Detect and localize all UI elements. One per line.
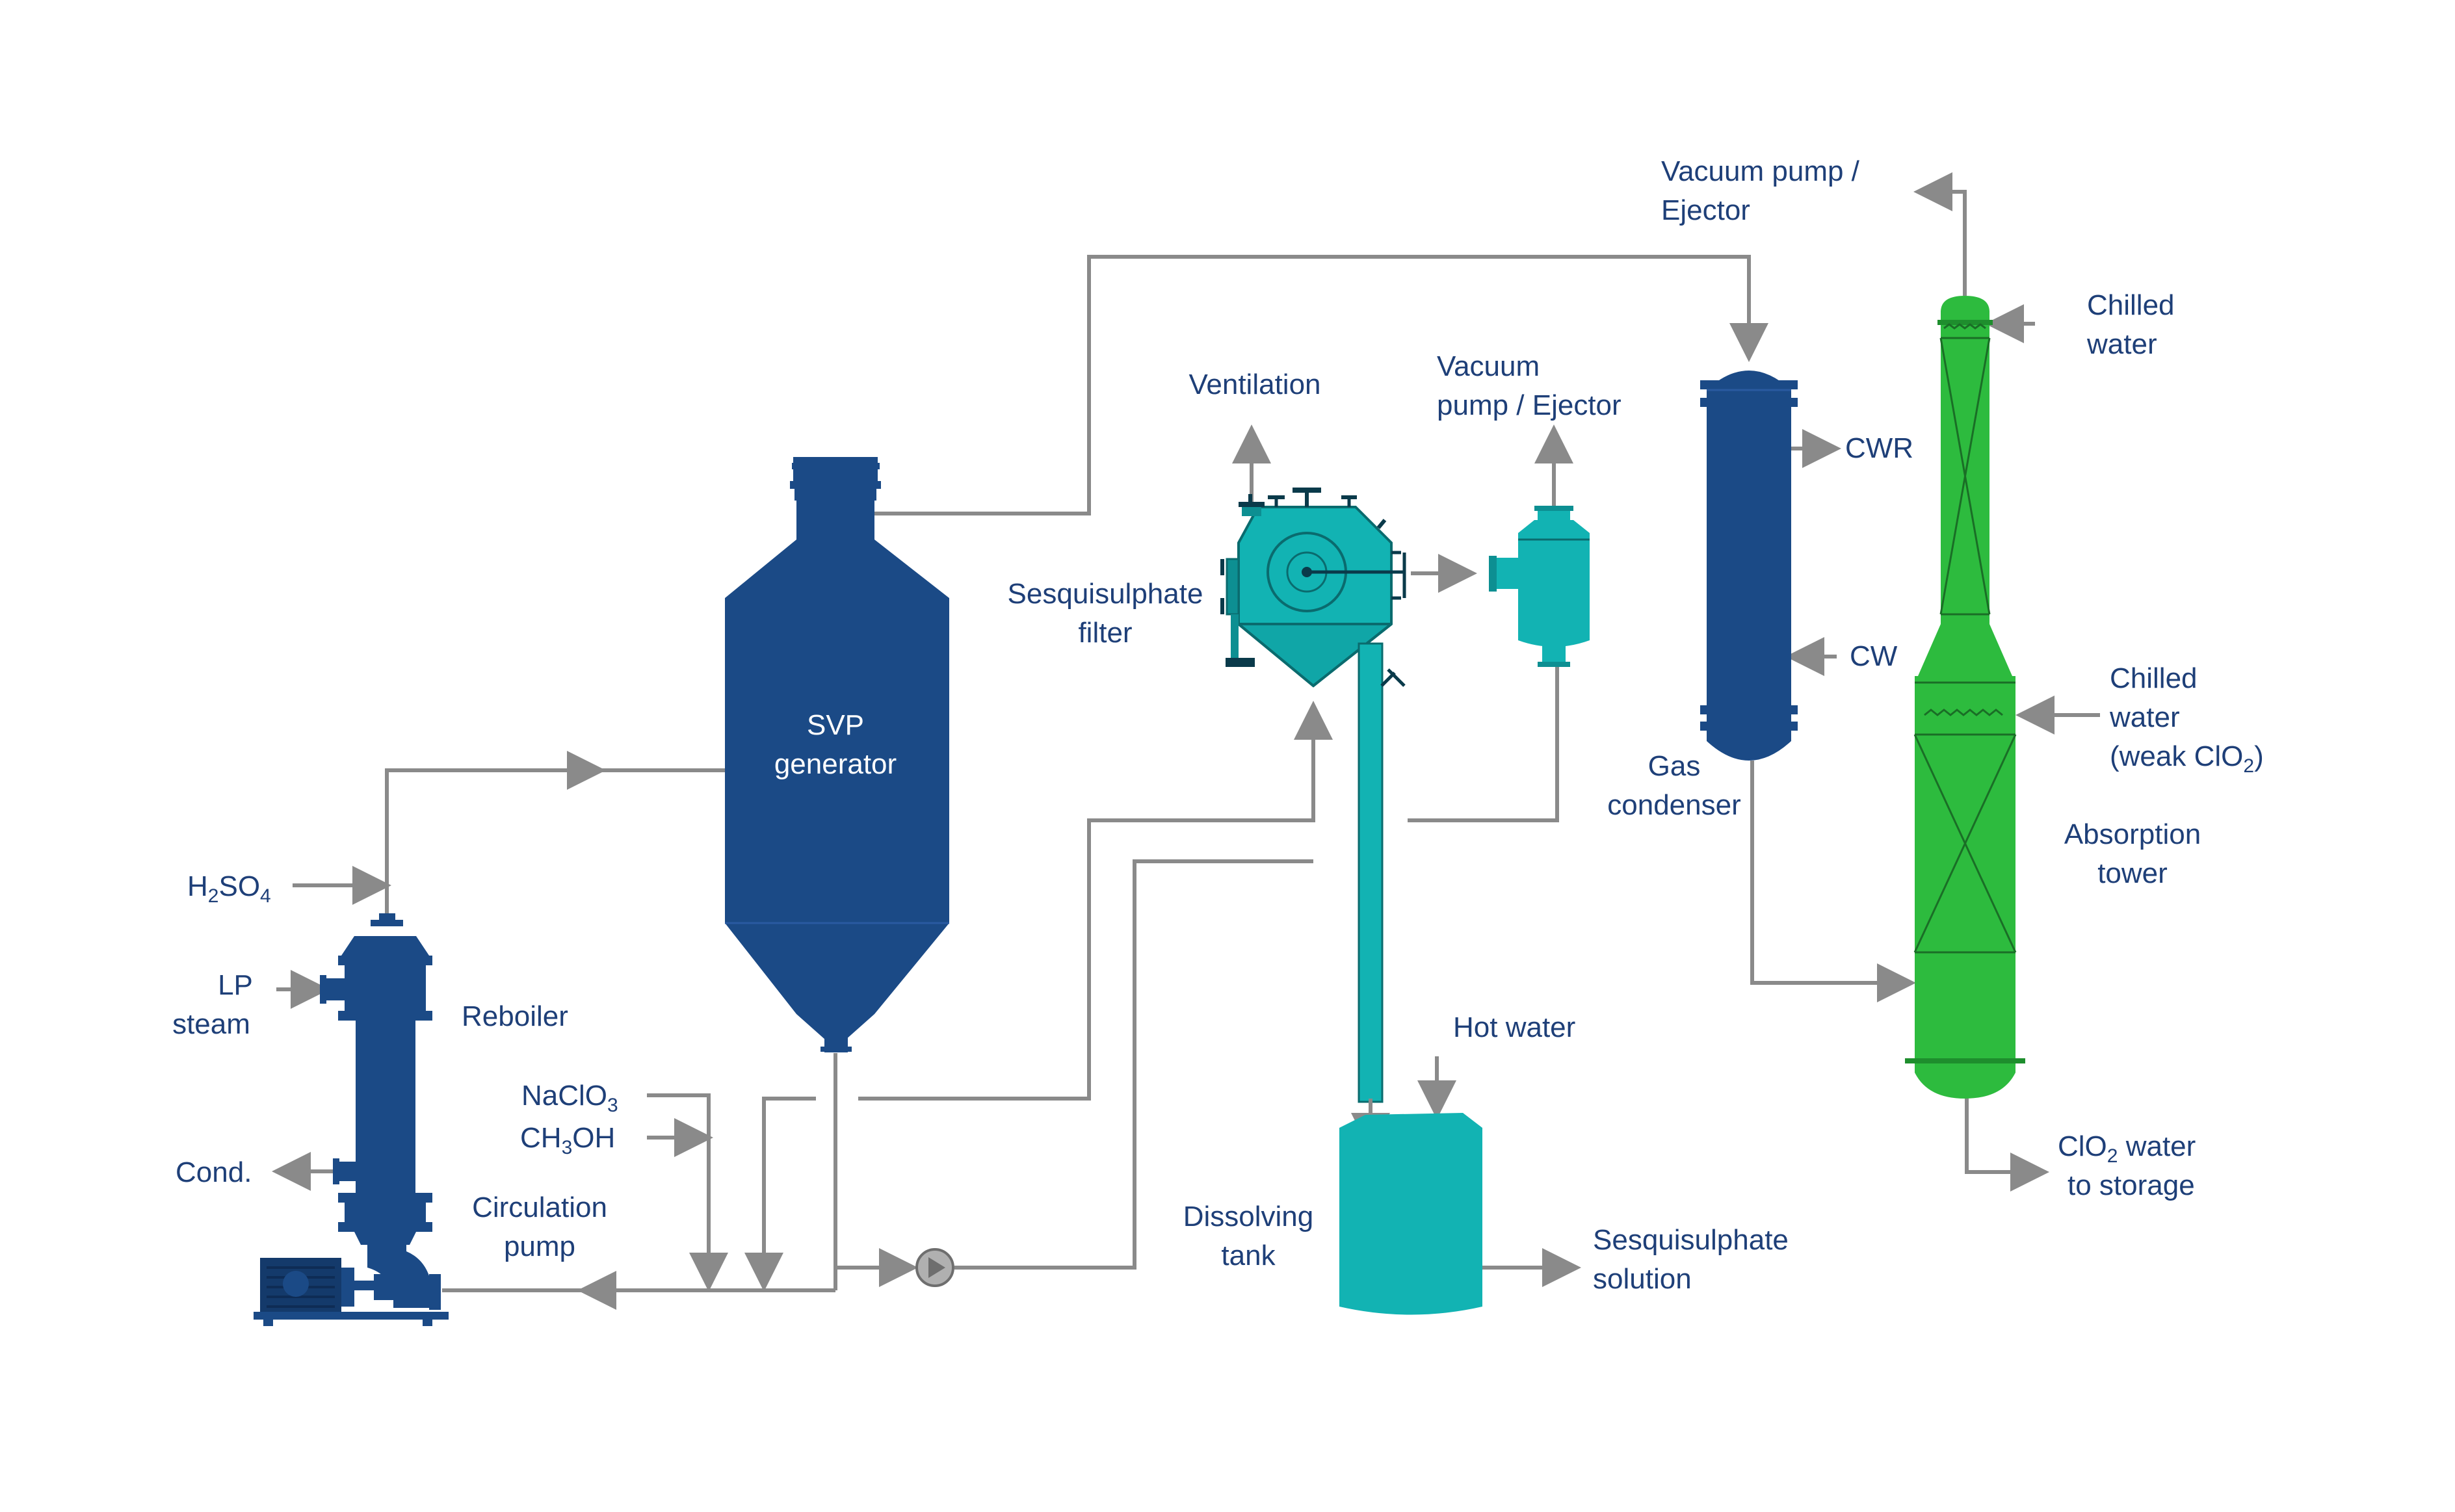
- absorption-tower: [1905, 296, 2025, 1099]
- labels: H2SO4 LP steam Reboiler Cond. Circulatio…: [172, 155, 2264, 1295]
- inline-pump-symbol: [915, 1248, 954, 1287]
- svp-generator-label-1: SVP: [807, 709, 864, 741]
- clo2-storage-label-2: to storage: [2068, 1169, 2195, 1201]
- chilled-water-weak-label-2: water: [2109, 701, 2180, 733]
- chilled-water-weak-label-1: Chilled: [2110, 662, 2198, 694]
- reboiler-label: Reboiler: [462, 1000, 568, 1032]
- gas-condenser: [1700, 371, 1798, 761]
- vacuum-tower-label-2: Ejector: [1661, 194, 1750, 226]
- cond-label: Cond.: [176, 1156, 252, 1188]
- naclo3-label: NaClO3: [521, 1080, 618, 1116]
- lp-steam-label-2: steam: [172, 1008, 250, 1040]
- filter-label-1: Sesquisulphate: [1008, 578, 1203, 610]
- cw-label: CW: [1850, 640, 1898, 672]
- circulation-pump-label-2: pump: [504, 1231, 575, 1262]
- gas-condenser-label-2: condenser: [1607, 789, 1740, 821]
- chilled-water-weak-label-3: (weak ClO2): [2110, 740, 2264, 777]
- pipes: [272, 172, 2100, 1310]
- sesquisulphate-filter: [1220, 488, 1406, 1152]
- clo2-storage-label-1: ClO2 water: [2058, 1130, 2196, 1167]
- chilled-water-top-label-1: Chilled: [2087, 289, 2175, 321]
- svp-generator-label-2: generator: [774, 748, 897, 780]
- vacuum-filter-label-1: Vacuum: [1437, 350, 1540, 382]
- vacuum-tower-label-1: Vacuum pump /: [1661, 155, 1860, 187]
- circulation-pump-label-1: Circulation: [472, 1192, 607, 1223]
- solution-label-2: solution: [1593, 1263, 1692, 1295]
- svp-generator: SVP generator: [725, 457, 949, 1052]
- vacuum-separator: [1489, 506, 1590, 667]
- vacuum-filter-label-2: pump / Ejector: [1437, 389, 1621, 421]
- dissolving-tank-label-2: tank: [1221, 1240, 1276, 1271]
- h2so4-label: H2SO4: [187, 870, 271, 907]
- ch3oh-label: CH3OH: [520, 1122, 615, 1158]
- absorption-tower-label-2: tower: [2097, 857, 2168, 889]
- reboiler: [254, 913, 449, 1326]
- hot-water-label: Hot water: [1453, 1011, 1575, 1043]
- lp-steam-label-1: LP: [218, 969, 253, 1001]
- dissolving-tank-label-1: Dissolving: [1183, 1201, 1314, 1232]
- chilled-water-top-label-2: water: [2086, 328, 2157, 360]
- dissolving-tank: [1339, 1113, 1482, 1315]
- ventilation-label: Ventilation: [1188, 369, 1320, 400]
- filter-label-2: filter: [1078, 617, 1132, 649]
- cwr-label: CWR: [1845, 432, 1913, 464]
- solution-label-1: Sesquisulphate: [1593, 1224, 1789, 1256]
- absorption-tower-label-1: Absorption: [2064, 818, 2201, 850]
- gas-condenser-label-1: Gas: [1648, 750, 1701, 782]
